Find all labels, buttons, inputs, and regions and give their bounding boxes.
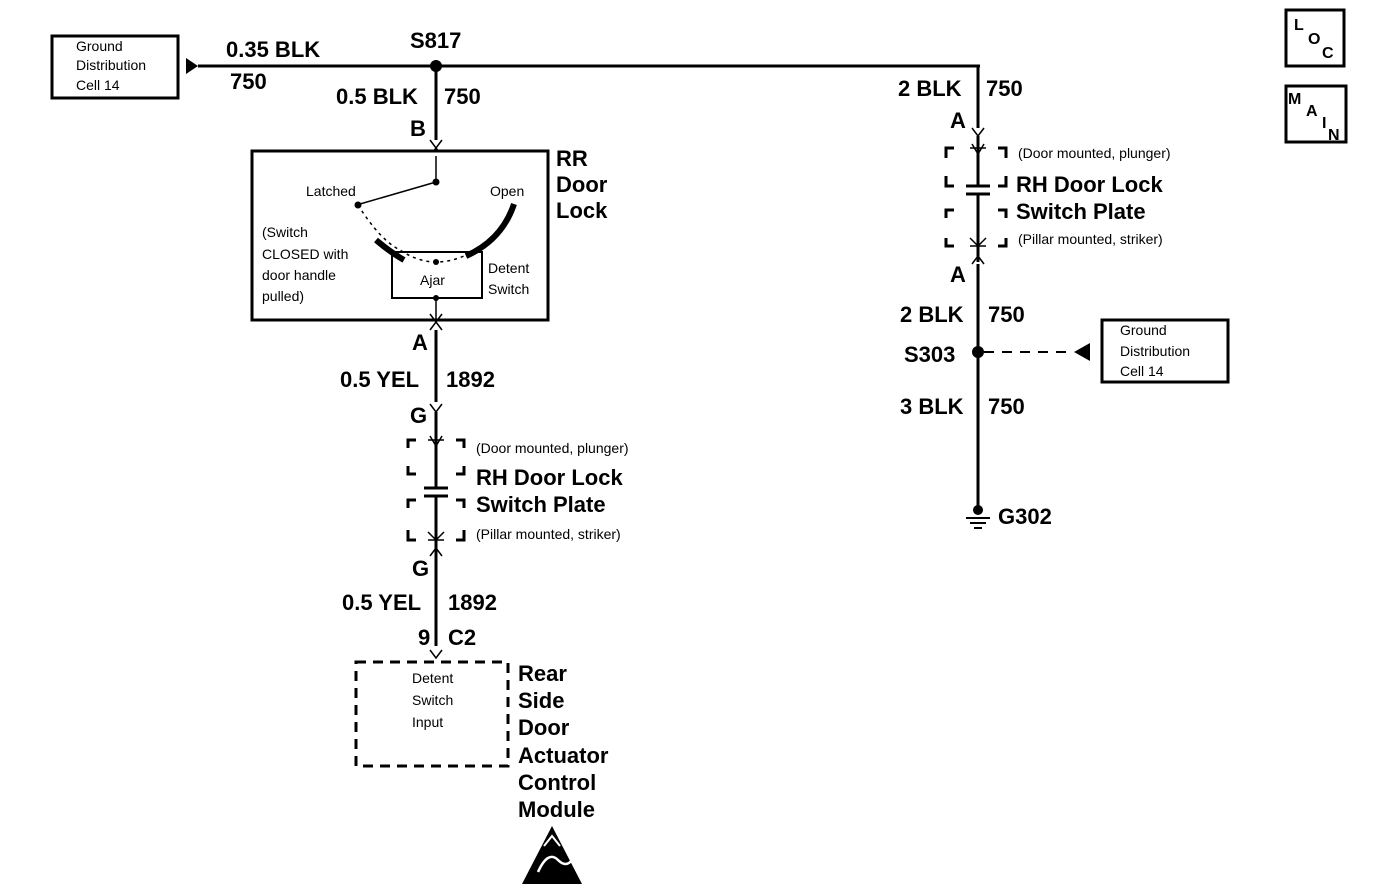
- module-label-4: Actuator: [518, 743, 609, 768]
- left-wire2-gauge: 0.5 YEL: [340, 367, 419, 392]
- switch-note-3: door handle: [262, 267, 336, 283]
- main-icon-a: A: [1306, 103, 1318, 120]
- loc-icon-o: O: [1308, 31, 1320, 48]
- ground-distribution-box-right: Ground Distribution Cell 14: [1100, 318, 1230, 384]
- switch-detent-label-1: Detent: [488, 260, 529, 276]
- splice-s303-dot: [972, 346, 984, 358]
- ajar-contact-dot: [433, 259, 439, 265]
- left-wire2-circuit: 1892: [446, 367, 495, 392]
- top-wire-circuit: 750: [230, 69, 267, 94]
- module-label-2: Side: [518, 688, 564, 713]
- right-switch-plate: [944, 136, 1008, 262]
- ground-box-left-line2: Distribution: [76, 57, 146, 73]
- main-icon-m: M: [1288, 91, 1301, 108]
- left-switch-plate: [406, 412, 466, 560]
- left-wire1-gauge: 0.5 BLK: [336, 84, 418, 109]
- module-dashed-box: [354, 660, 510, 768]
- right-pin-a-top: A: [950, 108, 966, 133]
- switch-open-label: Open: [490, 183, 524, 199]
- left-wire3-gauge: 0.5 YEL: [342, 590, 421, 615]
- left-plate-door-mounted: (Door mounted, plunger): [476, 440, 629, 456]
- connector-g-bottom-icon: [429, 546, 443, 557]
- right-plate-door-mounted: (Door mounted, plunger): [1018, 145, 1171, 161]
- ground-g302-label: G302: [998, 504, 1052, 529]
- right-plate-pillar-mounted: (Pillar mounted, striker): [1018, 231, 1163, 247]
- ground-box-left-line1: Ground: [76, 38, 123, 54]
- right-plate-name-2: Switch Plate: [1016, 199, 1146, 224]
- module-label-3: Door: [518, 715, 570, 740]
- loc-icon-c: C: [1322, 45, 1334, 62]
- ground-box-right-line3: Cell 14: [1120, 363, 1164, 379]
- right-pin-a-bottom: A: [950, 262, 966, 287]
- esd-warning-icon: [522, 826, 582, 884]
- switch-latched-label: Latched: [306, 183, 356, 199]
- left-plate-pillar-mounted: (Pillar mounted, striker): [476, 526, 621, 542]
- right-wire1-gauge: 2 BLK: [898, 76, 962, 101]
- ground-distribution-box-left: Ground Distribution Cell 14: [50, 34, 180, 100]
- module-label-1: Rear: [518, 661, 567, 686]
- ground-box-left-line3: Cell 14: [76, 77, 120, 93]
- splice-s303-label: S303: [904, 342, 955, 367]
- module-label-5: Control: [518, 770, 596, 795]
- right-plate-name-1: RH Door Lock: [1016, 172, 1163, 197]
- left-pin-9: 9: [418, 625, 430, 650]
- splice-s817-label: S817: [410, 28, 461, 53]
- left-wire1-circuit: 750: [444, 84, 481, 109]
- switch-ajar-label: Ajar: [420, 272, 445, 288]
- switch-arm: [359, 181, 437, 205]
- right-connector-a-bottom-icon: [971, 254, 985, 265]
- right-wire3-circuit: 750: [988, 394, 1025, 419]
- ground-g302-icon: [966, 505, 990, 529]
- module-box-line1: Detent: [412, 670, 453, 686]
- switch-note-2: CLOSED with: [262, 246, 348, 262]
- left-pin-c2: C2: [448, 625, 476, 650]
- arrow-right-box-icon: [1074, 343, 1090, 361]
- left-wire3-circuit: 1892: [448, 590, 497, 615]
- right-wire3-gauge: 3 BLK: [900, 394, 964, 419]
- ground-box-right-line1: Ground: [1120, 322, 1167, 338]
- module-box-line2: Switch: [412, 692, 453, 708]
- left-pin-g-top: G: [410, 403, 427, 428]
- left-pin-g-bottom: G: [412, 556, 429, 581]
- connector-c2-icon: [429, 649, 443, 660]
- module-box-line3: Input: [412, 714, 443, 730]
- right-wire1-circuit: 750: [986, 76, 1023, 101]
- switch-travel-arc: [357, 204, 465, 263]
- arrow-left-icon: [186, 58, 198, 74]
- right-wire2-gauge: 2 BLK: [900, 302, 964, 327]
- switch-note-1: (Switch: [262, 224, 308, 240]
- left-pin-b: B: [410, 116, 426, 141]
- ground-box-right-line2: Distribution: [1120, 343, 1190, 359]
- right-connector-a-top-icon: [971, 127, 985, 138]
- switch-detent-label-2: Switch: [488, 281, 529, 297]
- right-wire2-circuit: 750: [988, 302, 1025, 327]
- main-icon: M A I N: [1284, 84, 1348, 144]
- connector-a-icon: [429, 320, 443, 331]
- rr-door-lock-label-2: Door: [556, 172, 608, 197]
- switch-note-4: pulled): [262, 288, 304, 304]
- loc-icon: L O C: [1284, 8, 1346, 68]
- main-icon-n: N: [1328, 127, 1340, 144]
- left-pin-a: A: [412, 330, 428, 355]
- connector-g-top-icon: [429, 403, 443, 414]
- loc-icon-l: L: [1294, 17, 1304, 34]
- rr-door-lock-label-1: RR: [556, 146, 588, 171]
- switch-closed-contact: [374, 237, 406, 263]
- left-plate-name-2: Switch Plate: [476, 492, 606, 517]
- rr-door-lock-label-3: Lock: [556, 198, 608, 223]
- module-label-6: Module: [518, 797, 595, 822]
- top-wire-gauge: 0.35 BLK: [226, 37, 320, 62]
- left-plate-name-1: RH Door Lock: [476, 465, 623, 490]
- main-icon-i: I: [1322, 115, 1326, 132]
